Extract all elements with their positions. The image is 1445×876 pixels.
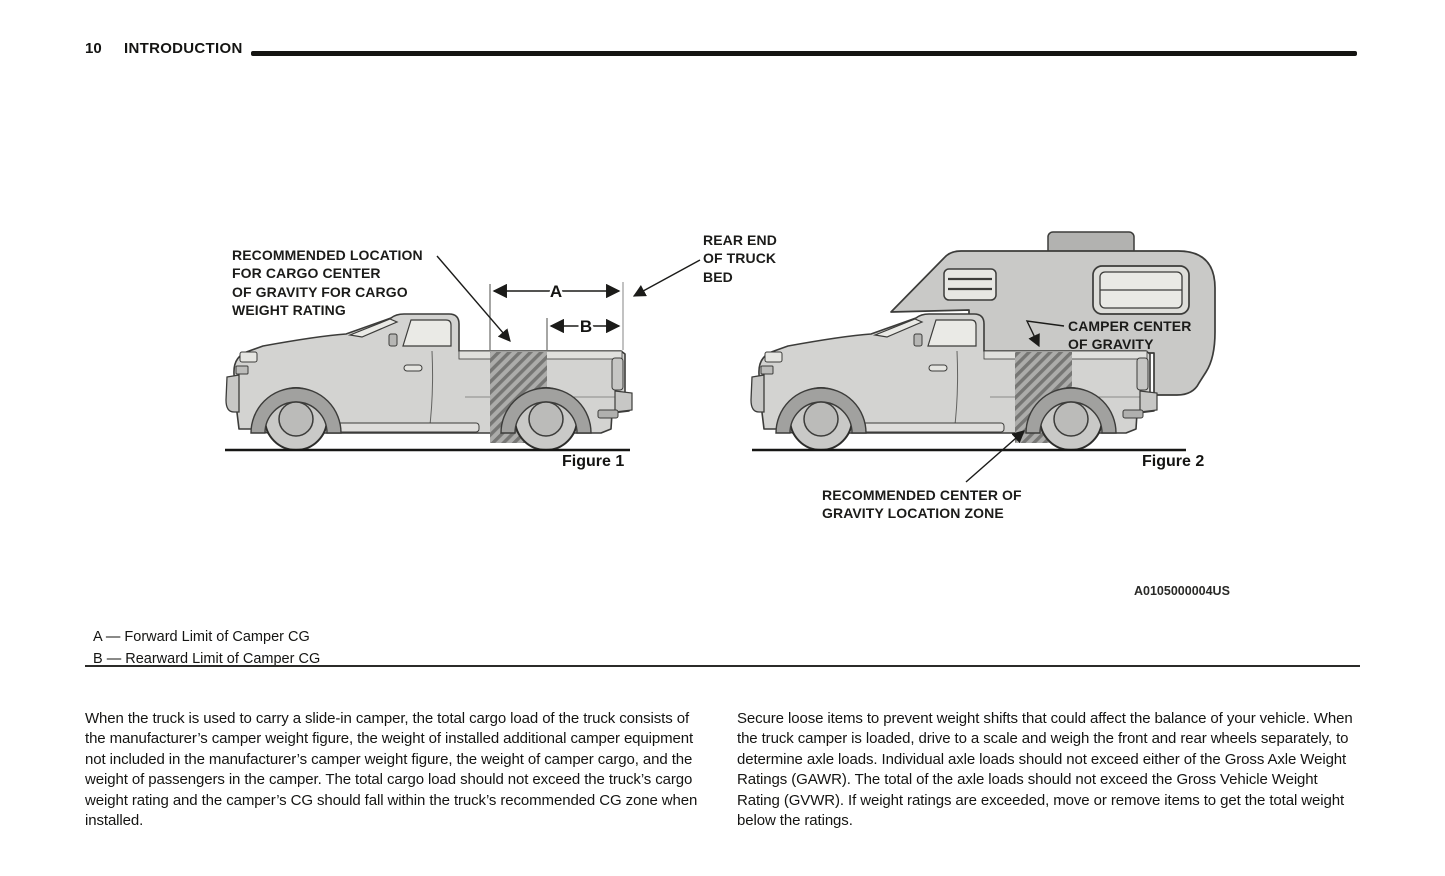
leader-arrow-cg-zone: [965, 430, 1025, 483]
label-rear-end-of-bed: REAR END OF TRUCK BED: [703, 232, 777, 285]
figure-illustrations: A B: [225, 231, 1216, 483]
figure1-caption: Figure 1: [562, 453, 625, 470]
dimension-b-letter: B: [580, 317, 592, 336]
artwork-code: A0105000004US: [1134, 584, 1230, 598]
leader-arrow-cargo-cg: [436, 255, 511, 342]
label-camper-cg: CAMPER CENTER OF GRAVITY: [1068, 318, 1192, 353]
legend-item-a: A — Forward Limit of Camper CG: [93, 629, 310, 645]
figure2-caption: Figure 2: [1142, 453, 1205, 470]
camper-front-window: [943, 268, 997, 301]
body-paragraph-left: When the truck is used to carry a slide-…: [85, 710, 698, 830]
body-paragraph-right: Secure loose items to prevent weight shi…: [737, 710, 1353, 830]
leader-arrow-camper-cg: [1025, 320, 1065, 348]
figure1-drawing: A B: [225, 255, 701, 452]
legend-item-b: B — Rearward Limit of Camper CG: [93, 651, 321, 667]
section-divider: [85, 665, 1360, 667]
chapter-title: INTRODUCTION: [124, 40, 243, 57]
label-cg-location-zone: RECOMMENDED CENTER OF GRAVITY LOCATION Z…: [822, 487, 1022, 522]
dimension-a-letter: A: [550, 282, 562, 301]
header-rule: [251, 51, 1357, 56]
figure2-drawing: [750, 231, 1216, 483]
label-cargo-cg-location: RECOMMENDED LOCATION FOR CARGO CENTER OF…: [232, 247, 423, 318]
dimension-legend: A — Forward Limit of Camper CG B — Rearw…: [93, 626, 320, 670]
leader-arrow-rear-end: [632, 259, 701, 297]
page-number: 10: [85, 40, 102, 57]
